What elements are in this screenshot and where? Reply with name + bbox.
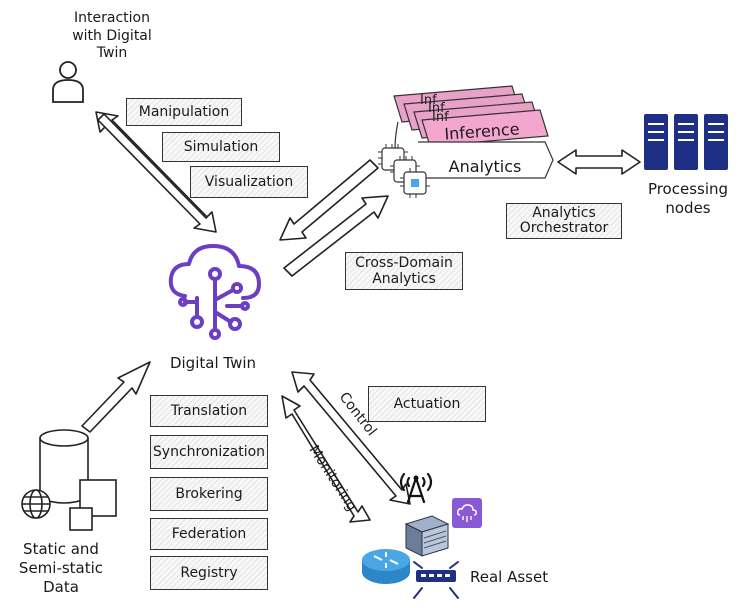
digital-twin-label: Digital Twin	[169, 354, 257, 372]
visualization-label: Visualization	[204, 174, 294, 190]
manipulation-box: Manipulation	[126, 98, 242, 126]
user-icon	[52, 61, 84, 103]
static-data-line2: Semi-static	[18, 558, 104, 577]
static-data-label: Static and Semi-static Data	[6, 540, 116, 596]
orchestrator-line2: Orchestrator	[519, 220, 609, 236]
translation-box: Translation	[150, 395, 268, 427]
cross-domain-line1: Cross-Domain	[355, 254, 453, 271]
processing-nodes-line2: nodes	[665, 198, 711, 217]
processing-nodes-line1: Processing	[647, 180, 729, 198]
orchestrator-line1: Analytics	[532, 204, 596, 221]
static-data-line1: Static and	[23, 540, 99, 558]
globe-icon	[21, 489, 51, 519]
network-switch-icon	[413, 561, 459, 599]
actuation-label: Actuation	[393, 396, 461, 412]
interaction-label-line3: Twin	[96, 45, 128, 61]
database-icon	[39, 429, 117, 531]
cross-domain-line2: Analytics	[372, 271, 436, 287]
actuation-box: Actuation	[368, 386, 486, 422]
brokering-box: Brokering	[150, 477, 268, 511]
interaction-label-line1: Interaction	[74, 10, 150, 26]
real-asset-label: Real Asset	[470, 568, 549, 586]
server-box-icon	[404, 515, 450, 557]
inference-card-fragment-2: Inf	[428, 101, 445, 116]
registry-box: Registry	[150, 556, 268, 590]
analytics-label: Analytics	[448, 157, 522, 176]
interaction-label: Interaction with Digital Twin	[60, 10, 164, 63]
analytics-orchestrator-box: Analytics Orchestrator	[506, 203, 622, 239]
federation-label: Federation	[171, 526, 247, 542]
manipulation-label: Manipulation	[138, 104, 230, 120]
server-rack-icon	[644, 114, 728, 170]
iot-cloud-icon	[452, 498, 482, 528]
router-icon	[362, 549, 410, 584]
cross-domain-analytics-box: Cross-Domain Analytics	[345, 252, 463, 290]
microchip-icon	[378, 144, 430, 198]
antenna-icon	[399, 472, 433, 504]
registry-label: Registry	[180, 565, 238, 581]
synchronization-box: Synchronization	[150, 435, 268, 469]
digital-twin-cloud-icon	[168, 244, 261, 340]
static-data-line3: Data	[43, 577, 79, 596]
inference-card-fragment-3: Inf	[432, 110, 449, 125]
inference-card-fragment-1: Inf	[420, 93, 437, 108]
processing-nodes-label: Processing nodes	[638, 180, 738, 218]
visualization-box: Visualization	[190, 166, 308, 198]
simulation-label: Simulation	[183, 139, 259, 155]
federation-box: Federation	[150, 518, 268, 550]
interaction-label-line2: with Digital	[72, 27, 152, 44]
simulation-box: Simulation	[162, 132, 280, 162]
synchronization-label: Synchronization	[152, 444, 266, 460]
brokering-label: Brokering	[175, 486, 243, 502]
translation-label: Translation	[170, 403, 248, 419]
